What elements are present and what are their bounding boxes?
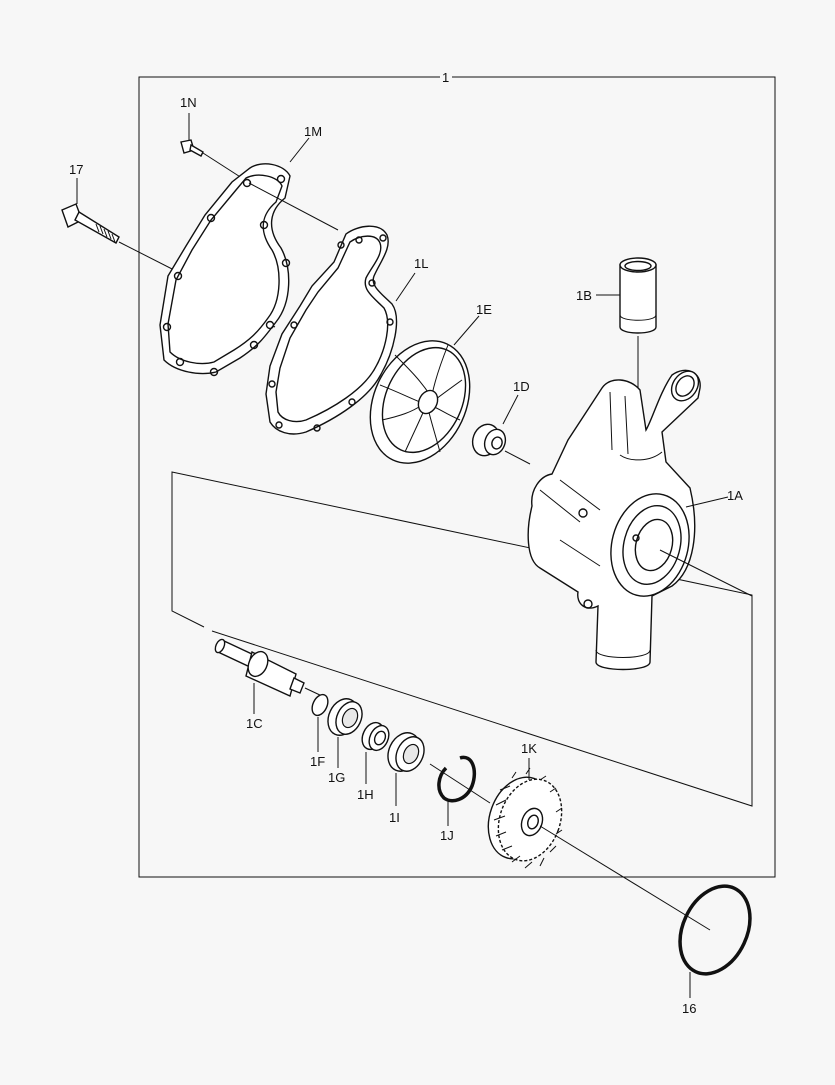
- part-1K-gear: 1K: [487, 741, 711, 931]
- label-16: 16: [682, 1001, 696, 1016]
- label-1M: 1M: [304, 124, 322, 139]
- label-1N: 1N: [180, 95, 197, 110]
- part-1L-gasket: 1L: [265, 225, 428, 435]
- label-assembly-1: 1: [442, 70, 449, 85]
- part-1D-seal: 1D: [471, 379, 531, 465]
- label-1L: 1L: [414, 256, 428, 271]
- label-1E: 1E: [476, 302, 492, 317]
- label-1A: 1A: [727, 488, 743, 503]
- part-1B-sleeve: 1B: [576, 257, 657, 460]
- part-1N-screw: 1N: [180, 95, 246, 181]
- part-1I-bearing: 1I: [387, 732, 425, 825]
- subgroup-outline: [171, 471, 753, 807]
- part-1G-bearing: 1G: [327, 698, 363, 785]
- label-1D: 1D: [513, 379, 530, 394]
- label-1F: 1F: [310, 754, 325, 769]
- label-1I: 1I: [389, 810, 400, 825]
- part-1A-housing: 1A: [527, 369, 753, 671]
- part-1J-circlip: 1J: [429, 755, 491, 843]
- label-1K: 1K: [521, 741, 537, 756]
- part-1E-impeller: 1E: [369, 302, 492, 464]
- label-1B: 1B: [576, 288, 592, 303]
- part-16-o-ring: 16: [678, 884, 752, 1016]
- label-1H: 1H: [357, 787, 374, 802]
- label-1C: 1C: [246, 716, 263, 731]
- label-17: 17: [69, 162, 83, 177]
- part-1F-ring: 1F: [310, 693, 329, 769]
- assembly-frame: 1: [138, 70, 776, 878]
- part-1C-shaft: 1C: [214, 638, 323, 731]
- part-1H-spacer: 1H: [357, 721, 390, 802]
- label-1G: 1G: [328, 770, 345, 785]
- part-1M-cover-plate: 1M: [159, 124, 339, 377]
- label-1J: 1J: [440, 828, 454, 843]
